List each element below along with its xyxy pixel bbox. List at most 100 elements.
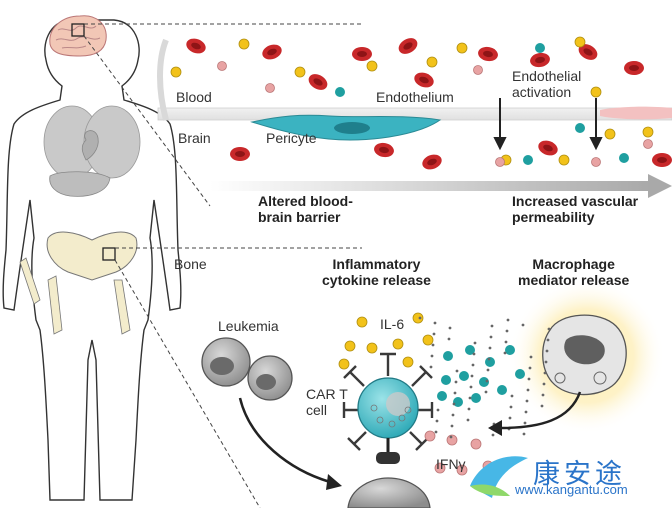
mediator-speck	[470, 374, 474, 378]
mediator-speck	[489, 335, 493, 339]
red-blood-cell	[414, 72, 434, 88]
mediator-speck	[526, 388, 530, 392]
yellow-dot	[294, 66, 306, 78]
endothelial-activation-line2: activation	[512, 84, 572, 101]
mediator-speck	[506, 318, 510, 322]
pericyte-label: Pericyte	[266, 130, 317, 146]
progression-arrow	[210, 174, 672, 198]
endothelial-cell-pink	[600, 106, 672, 120]
endothelial-activation-line1: Endothelial	[512, 68, 582, 84]
mediator-speck	[544, 360, 548, 364]
il6-dot	[422, 334, 434, 346]
bone-label: Bone	[174, 256, 207, 272]
mediator-speck	[431, 343, 435, 347]
mediator-speck	[433, 321, 437, 325]
yellow-dot	[604, 128, 616, 140]
mediator-speck	[430, 354, 434, 358]
mediator-speck	[524, 410, 528, 414]
car-t-cell	[342, 352, 434, 508]
mediator-speck	[429, 365, 433, 369]
liver-shape	[49, 171, 111, 197]
red-blood-cell	[478, 46, 498, 62]
mediator-speck	[472, 352, 476, 356]
cytokine-dot	[459, 371, 469, 381]
endothelium-label: Endothelium	[376, 89, 454, 105]
mediator-speck	[485, 379, 489, 383]
teal-dot	[619, 153, 629, 163]
arrowhead-macrophage	[488, 420, 502, 436]
arm-bone-left	[19, 257, 41, 305]
macrophage-line2: mediator release	[518, 272, 630, 289]
mediator-speck	[471, 363, 475, 367]
mediator-speck	[484, 390, 488, 394]
mediator-speck	[510, 394, 514, 398]
inflammatory-label: Inflammatory cytokine release	[322, 256, 431, 288]
curved-arrows	[238, 391, 582, 484]
pink-dot	[643, 139, 653, 149]
increased-permeability-label: Increased vascular permeability	[512, 193, 638, 225]
mediator-speck	[452, 402, 456, 406]
yellow-dot	[642, 126, 654, 138]
cytokine-dot	[471, 393, 481, 403]
red-blood-cell	[538, 140, 558, 156]
il6-dot	[356, 316, 368, 328]
red-blood-cell	[230, 147, 250, 161]
cytokine-dot	[485, 357, 495, 367]
il6-dot	[392, 338, 404, 350]
mediator-speck	[504, 340, 508, 344]
yellow-dot	[590, 86, 602, 98]
pericyte-nucleus	[334, 122, 370, 134]
leader-lines	[83, 23, 362, 508]
altered-bbb-label: Altered blood- brain barrier	[258, 193, 353, 225]
mediator-speck	[453, 391, 457, 395]
activation-arrows	[493, 98, 603, 151]
mediator-speck	[521, 323, 525, 327]
car-t-line1: CAR T	[306, 386, 348, 402]
il6-dot	[338, 358, 350, 370]
mediator-speck	[527, 377, 531, 381]
inflammatory-line2: cytokine release	[322, 272, 431, 289]
yellow-dot	[426, 56, 438, 68]
cytokine-dot	[515, 369, 525, 379]
mediator-speck	[436, 408, 440, 412]
leukemia-label: Leukemia	[218, 318, 279, 334]
red-blood-cell	[374, 142, 394, 158]
red-blood-cell	[652, 153, 672, 167]
heart-shape	[81, 130, 99, 161]
red-blood-cell	[578, 44, 598, 60]
teal-dot	[575, 123, 585, 133]
pink-dot	[265, 83, 275, 93]
mediator-speck	[451, 413, 455, 417]
mediator-speck	[473, 341, 477, 345]
vessel-panel	[157, 38, 672, 141]
cytokine-dot	[437, 391, 447, 401]
mediator-speck	[525, 399, 529, 403]
red-blood-cell	[352, 47, 372, 61]
leukemia-cells	[201, 337, 293, 401]
altered-bbb-line2: brain barrier	[258, 209, 341, 226]
mediator-speck	[454, 380, 458, 384]
increased-permeability-line1: Increased vascular	[512, 193, 639, 209]
red-blood-cell	[624, 61, 644, 75]
mediator-speck	[418, 316, 422, 320]
mediator-speck	[542, 382, 546, 386]
macrophage-cell	[542, 314, 627, 396]
cytokine-dot	[441, 375, 451, 385]
ifn-dot	[424, 430, 436, 442]
mediator-speck	[522, 432, 526, 436]
mediator-speck	[547, 327, 551, 331]
mediator-speck	[509, 405, 513, 409]
teal-dot	[523, 155, 533, 165]
mediator-speck	[447, 337, 451, 341]
ifn-gamma-label: IFNγ	[436, 456, 466, 472]
pink-dot	[217, 61, 227, 71]
watermark-brand: 康安途	[533, 459, 626, 490]
cytokine-dot	[453, 397, 463, 407]
car-t-label: CAR T cell	[306, 386, 348, 418]
il6-dot	[344, 340, 356, 352]
yellow-dot	[238, 38, 250, 50]
red-blood-cell	[398, 38, 418, 54]
mediator-speck	[490, 324, 494, 328]
mediator-speck	[523, 421, 527, 425]
yellow-dot	[574, 36, 586, 48]
